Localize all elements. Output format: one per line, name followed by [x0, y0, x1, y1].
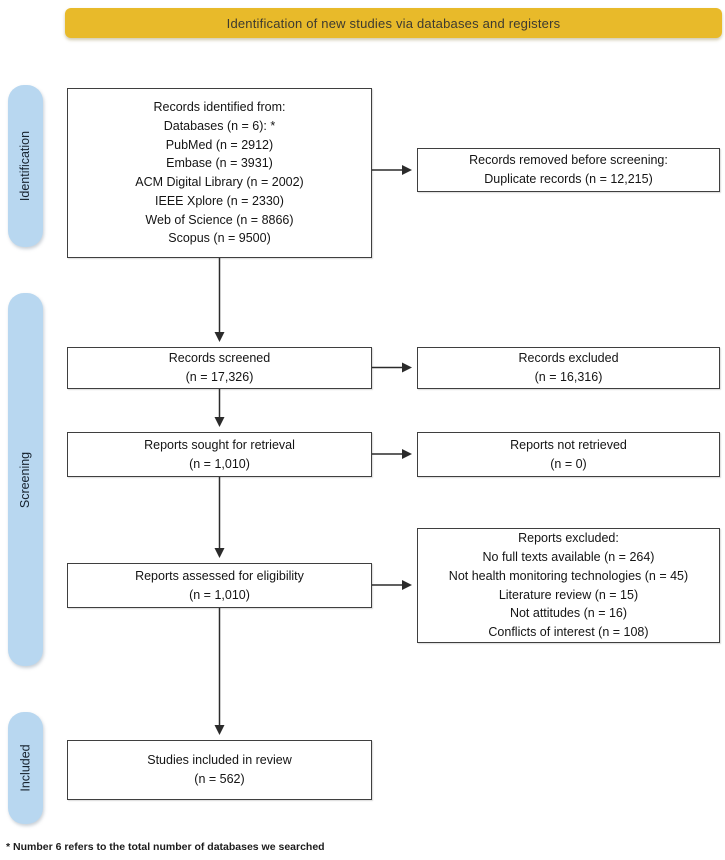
box-records-excluded: Records excluded (n = 16,316)	[417, 347, 720, 389]
banner-label: Identification of new studies via databa…	[226, 15, 561, 31]
banner-identification-header: Identification of new studies via databa…	[65, 8, 722, 38]
box-studies-included: Studies included in review (n = 562)	[67, 740, 372, 800]
box-reports-assessed-text: Reports assessed for eligibility (n = 1,…	[135, 568, 304, 602]
stage-label-included: Included	[18, 744, 33, 792]
box-records-screened-text: Records screened (n = 17,326)	[168, 351, 271, 384]
box-records-identified: Records identified from: Databases (n = …	[67, 88, 372, 258]
box-reports-not-retrieved-text: Reports not retrieved (n = 0)	[510, 437, 627, 471]
box-studies-included-text: Studies included in review (n = 562)	[147, 753, 292, 786]
stage-label-screening: Screening	[18, 451, 33, 508]
stage-bar-identification: Identification	[8, 85, 43, 247]
box-reports-not-retrieved: Reports not retrieved (n = 0)	[417, 432, 720, 477]
box-records-removed: Records removed before screening: Duplic…	[417, 148, 720, 192]
box-reports-sought-text: Reports sought for retrieval (n = 1,010)	[144, 437, 295, 471]
box-reports-excluded-reasons: Reports excluded: No full texts availabl…	[417, 528, 720, 643]
stage-bar-included: Included	[8, 712, 43, 824]
footnote: * Number 6 refers to the total number of…	[6, 841, 325, 853]
box-records-screened: Records screened (n = 17,326)	[67, 347, 372, 389]
box-reports-assessed: Reports assessed for eligibility (n = 1,…	[67, 563, 372, 608]
box-records-excluded-text: Records excluded (n = 16,316)	[518, 351, 619, 384]
box-records-identified-text: Records identified from: Databases (n = …	[135, 100, 304, 246]
box-records-removed-text: Records removed before screening: Duplic…	[469, 153, 668, 186]
stage-label-identification: Identification	[18, 130, 33, 202]
stage-bar-screening: Screening	[8, 293, 43, 666]
box-reports-sought: Reports sought for retrieval (n = 1,010)	[67, 432, 372, 477]
box-reports-excluded-reasons-text: Reports excluded: No full texts availabl…	[448, 531, 689, 639]
